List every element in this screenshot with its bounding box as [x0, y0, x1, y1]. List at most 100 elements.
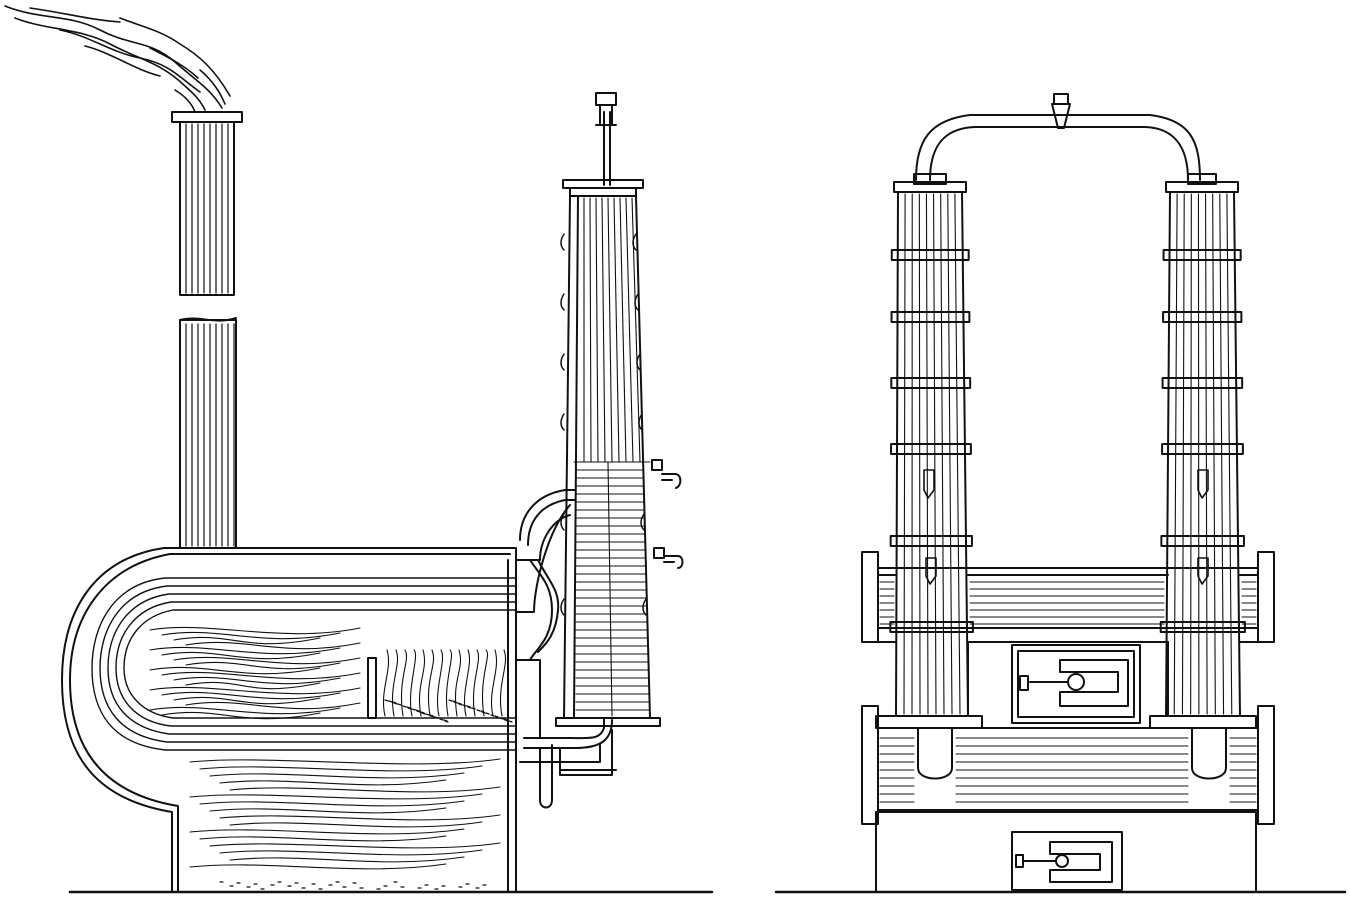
fuel-lump	[458, 703, 463, 706]
tower-flute	[619, 197, 627, 463]
fuel-lump	[406, 706, 411, 709]
flame-swirl	[149, 626, 361, 635]
fuel-lump	[393, 702, 398, 705]
fuel-lump	[485, 712, 490, 715]
column-ring	[890, 443, 972, 455]
column-flute	[903, 193, 906, 715]
ash-pit-flames	[189, 758, 501, 870]
fuel-lump	[384, 699, 389, 702]
flame-tongue	[499, 649, 507, 717]
pit-flame	[209, 842, 501, 849]
fuel-lump	[481, 711, 486, 714]
fuel-lump	[457, 702, 462, 705]
flame-tongue	[481, 649, 489, 717]
tower-taps	[651, 459, 684, 569]
fuel-lump	[476, 709, 481, 712]
casing	[877, 641, 1259, 724]
tower-flute	[589, 197, 592, 463]
flame-tongue	[382, 649, 390, 717]
flame-swirl	[149, 666, 321, 675]
pit-flame	[219, 814, 501, 821]
tower-stud	[642, 598, 647, 616]
flame-swirl	[149, 686, 361, 695]
tower-stud	[560, 413, 565, 431]
tower-stud	[636, 353, 641, 371]
firebox-flames	[149, 626, 507, 720]
tower-stud	[640, 513, 645, 531]
fuel-lump	[452, 700, 457, 703]
flame-tongue	[400, 649, 408, 717]
tower-stud	[560, 353, 565, 371]
flame-swirl	[161, 631, 341, 640]
flame-swirl	[185, 681, 321, 690]
pit-flame	[229, 786, 501, 793]
fuel-lump	[430, 715, 435, 718]
pit-flame	[199, 800, 465, 807]
tower-flute	[595, 197, 599, 463]
fuel-lump	[416, 710, 421, 713]
fuel-lump	[508, 720, 513, 723]
bridge-wall	[367, 657, 377, 719]
column-flute	[1190, 193, 1192, 715]
fuel-lump	[402, 705, 407, 708]
fuel-lump	[429, 714, 434, 717]
flame-swirl	[161, 651, 321, 660]
fuel-lump	[425, 713, 430, 716]
column-ring	[890, 249, 970, 261]
flame-swirl	[161, 691, 341, 700]
column-ring	[890, 377, 972, 389]
right-column	[1149, 173, 1257, 780]
lower-chimney	[179, 317, 237, 549]
flame-tongue	[454, 649, 462, 717]
return-flue	[91, 577, 517, 751]
flame-swirl	[161, 671, 361, 680]
fuel-lump	[444, 720, 449, 723]
pit-flame	[189, 758, 501, 765]
pit-flame	[199, 765, 483, 772]
fuel-lump	[490, 714, 495, 717]
pit-flame	[219, 849, 483, 856]
fuel-bed	[219, 699, 513, 890]
upper-drum	[861, 551, 1275, 643]
fuel-lump	[439, 718, 444, 721]
fuel-lump	[420, 711, 425, 714]
pit-flame	[199, 835, 447, 842]
flame-tongue	[436, 649, 444, 717]
twin-column-boiler-exterior-icon	[774, 93, 1347, 894]
column-flute	[918, 193, 921, 715]
flame-tongue	[409, 649, 417, 717]
flame-tongue	[391, 649, 399, 717]
flame-tongue	[490, 649, 498, 717]
fuel-lump	[407, 707, 412, 710]
base-firebox	[875, 811, 1257, 893]
flame-swirl	[173, 656, 361, 665]
column-ring	[889, 535, 973, 547]
column-ring	[1160, 535, 1245, 547]
upper-chimney	[171, 111, 243, 296]
tower-flute	[607, 197, 613, 463]
fuel-lump	[453, 701, 458, 704]
fuel-lump	[443, 719, 448, 722]
flame-swirl	[173, 636, 321, 645]
fuel-lump	[411, 708, 416, 711]
tower-stud	[560, 598, 565, 616]
tower-flute	[601, 197, 606, 463]
flame-tongue	[427, 649, 435, 717]
pit-flame	[209, 772, 465, 779]
tower-stud	[634, 293, 639, 311]
column-ring	[890, 311, 971, 323]
column-taps	[923, 469, 1209, 585]
fuel-lump	[495, 716, 500, 719]
flame-tongue	[445, 649, 453, 717]
flame-swirl	[173, 696, 321, 705]
flame-tongue	[463, 649, 471, 717]
fuel-lump	[499, 717, 504, 720]
column-flute	[925, 193, 929, 715]
flame-swirl	[173, 676, 341, 685]
fuel-lump	[388, 700, 393, 703]
pit-flame	[189, 793, 483, 800]
condenser-tower	[555, 92, 661, 727]
flame-swirl	[149, 706, 341, 715]
smoke-plume	[4, 5, 231, 113]
